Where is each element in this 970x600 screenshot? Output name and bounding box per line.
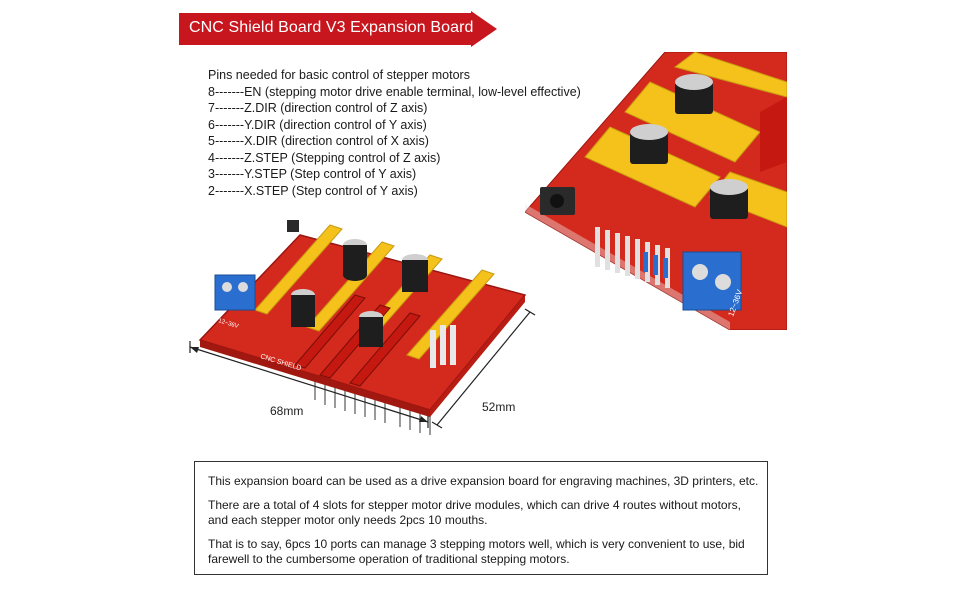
pin-line-en: 8-------EN (stepping motor drive enable … — [208, 84, 581, 99]
banner-title: CNC Shield Board V3 Expansion Board — [189, 19, 474, 36]
pin-line-z-dir: 7-------Z.DIR (direction control of Z ax… — [208, 101, 428, 115]
cnc-shield-board-image: CNC SHIELD 12~36V — [185, 215, 545, 455]
title-banner: CNC Shield Board V3 Expansion Board — [179, 11, 497, 47]
description-paragraph-2-line-2: and each stepper motor only needs 2pcs 1… — [208, 513, 488, 527]
pin-line-z-step: 4-------Z.STEP (Stepping control of Z ax… — [208, 150, 441, 165]
pin-list-heading: Pins needed for basic control of stepper… — [208, 68, 470, 82]
banner-arrow-shape — [179, 11, 497, 47]
description-paragraph-3-line-1: That is to say, 6pcs 10 ports can manage… — [208, 536, 745, 551]
pin-line-y-dir: 6-------Y.DIR (direction control of Y ax… — [208, 117, 427, 132]
pin-line-x-dir: 5-------X.DIR (direction control of X ax… — [208, 134, 429, 148]
pin-line-x-step: 2-------X.STEP (Step control of Y axis) — [208, 183, 418, 198]
description-box: This expansion board can be used as a dr… — [194, 461, 768, 575]
description-paragraph-2-line-1: There are a total of 4 slots for stepper… — [208, 497, 741, 512]
pin-list: Pins needed for basic control of stepper… — [208, 67, 581, 199]
description-paragraph-1: This expansion board can be used as a dr… — [208, 474, 759, 488]
pin-line-y-step: 3-------Y.STEP (Step control of Y axis) — [208, 167, 417, 181]
board-voltage-label: 12~36V — [217, 318, 239, 330]
description-paragraph-3-line-2: farewell to the cumbersome operation of … — [208, 552, 570, 566]
width-dimension-label: 68mm — [270, 404, 304, 418]
height-dimension-label: 52mm — [482, 400, 516, 414]
board-closeup-image: 12~36V — [524, 51, 788, 331]
